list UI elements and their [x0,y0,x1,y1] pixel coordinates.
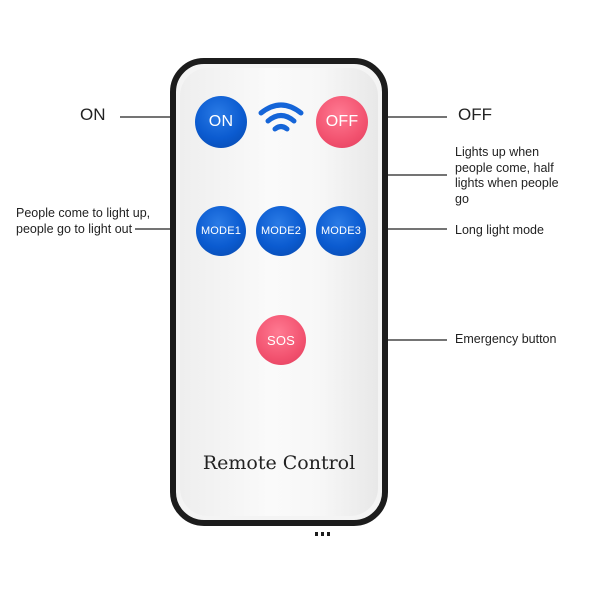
mode2-callout-label: Lights up when people come, half lights … [455,145,559,206]
mode1-button[interactable]: MODE1 [196,206,246,256]
mode1-callout-label: People come to light up, people go to li… [16,206,151,236]
sos-callout-label: Emergency button [455,332,557,346]
remote-brand-label: Remote Control [202,452,356,474]
wifi-icon [258,102,304,132]
sos-button[interactable]: SOS [256,315,306,365]
mode2-button[interactable]: MODE2 [256,206,306,256]
on-callout-label: ON [80,105,106,124]
mode3-callout-label: Long light mode [455,223,544,237]
off-callout-label: OFF [458,105,492,124]
on-button[interactable]: ON [195,96,247,148]
off-button[interactable]: OFF [316,96,368,148]
remote-bottom-notch [315,523,341,536]
mode3-button[interactable]: MODE3 [316,206,366,256]
